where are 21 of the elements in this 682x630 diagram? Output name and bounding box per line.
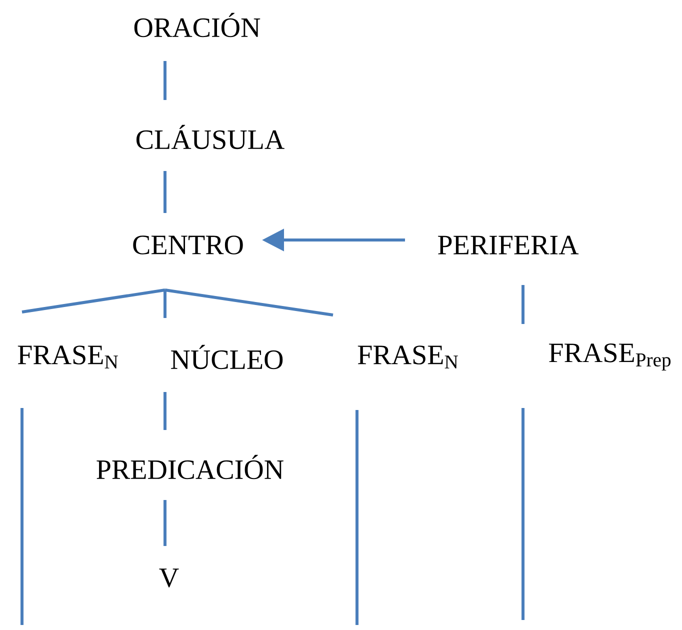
connector-line — [356, 410, 358, 625]
connector-line — [164, 290, 166, 318]
connector-line — [522, 408, 524, 620]
node-label: V — [159, 568, 179, 588]
connector-line — [164, 392, 166, 430]
connector-line — [20, 408, 24, 625]
node-label: FRASE$_{N}$ — [18, 346, 118, 368]
connector-line — [22, 288, 166, 314]
node-label: CLÁUSULA — [136, 124, 284, 150]
node-label: NÚCLEO — [171, 344, 283, 370]
node-label: ORACIÓN — [134, 12, 260, 38]
connector-line — [522, 285, 524, 324]
node-label: PREDICACIÓN — [96, 454, 284, 480]
node-label: CENTRO — [133, 236, 243, 254]
connector-line — [164, 500, 166, 546]
node-label: FRASE$_{N}$ — [358, 346, 458, 368]
connector-line — [164, 171, 166, 213]
connector-line — [164, 61, 166, 100]
node-label: PERIFERIA — [438, 236, 579, 254]
connector-line — [164, 288, 334, 316]
node-label: FRASE$_{Prep}$ — [549, 344, 671, 370]
